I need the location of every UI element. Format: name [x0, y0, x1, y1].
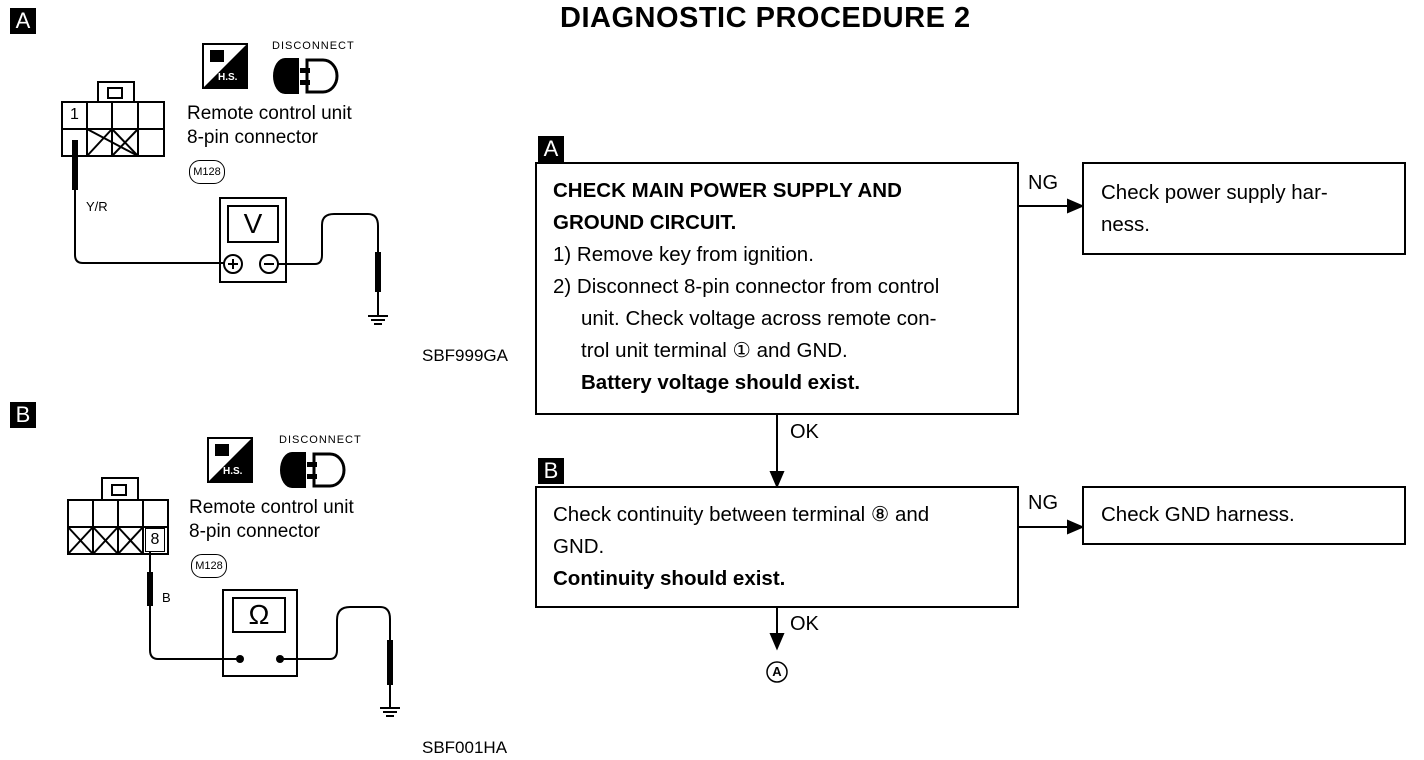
step-a-instruction-2: 2) Disconnect 8-pin connector from contr… — [553, 275, 940, 298]
step-a-instruction-1: 1) Remove key from ignition. — [553, 243, 814, 266]
step-b-ng-box: Check GND harness. — [1082, 486, 1406, 545]
hs-icon — [207, 437, 253, 483]
hs-label: H.S. — [223, 466, 243, 477]
section-a-tag: A — [10, 8, 36, 34]
step-b-tag: B — [538, 458, 564, 484]
hs-label: H.S. — [218, 72, 238, 83]
section-b-illustration — [67, 437, 400, 717]
step-a-box: CHECK MAIN POWER SUPPLY AND GROUND CIRCU… — [535, 162, 1019, 415]
connector-name-line2: 8-pin connector — [187, 127, 318, 148]
meter-label: V — [243, 208, 263, 239]
step-a-ok-label: OK — [790, 421, 819, 443]
disconnect-icon — [273, 58, 339, 94]
connector-code-badge: M128 — [189, 160, 225, 184]
step-a-ng-label: NG — [1028, 172, 1058, 194]
step-a-ng-action-line2: ness. — [1101, 213, 1150, 236]
connector-a — [61, 81, 165, 157]
step-b-ok-label: OK — [790, 613, 819, 635]
flow-connectors — [769, 198, 1085, 651]
hs-icon — [202, 43, 248, 89]
wire-color-label: Y/R — [86, 199, 108, 214]
disconnect-label: DISCONNECT — [272, 40, 355, 52]
step-a-heading-line2: GROUND CIRCUIT. — [553, 211, 737, 234]
section-a-illustration — [61, 43, 388, 325]
step-b-expected-result: Continuity should exist. — [553, 567, 786, 590]
step-b-ng-label: NG — [1028, 492, 1058, 514]
connector-name-line1: Remote control unit — [187, 103, 352, 124]
voltmeter — [219, 197, 287, 283]
step-a-ng-action-line1: Check power supply har- — [1101, 181, 1328, 204]
end-marker-circle — [766, 661, 788, 683]
end-marker: ⒶA — [772, 664, 782, 679]
wire-color-label: B — [162, 590, 171, 605]
section-b-tag: B — [10, 402, 36, 428]
figure-code: SBF999GA — [422, 346, 508, 365]
ground-icon — [380, 707, 400, 717]
step-a-instruction-2-cont2: trol unit terminal ① and GND. — [581, 339, 848, 362]
ohmmeter — [222, 589, 298, 677]
connector-name-line1: Remote control unit — [189, 497, 354, 518]
step-b-instruction-line1: Check continuity between terminal ⑧ and — [553, 503, 930, 526]
pin-label: 1 — [70, 106, 79, 123]
connector-name-line2: 8-pin connector — [189, 521, 320, 542]
meter-label: Ω — [248, 599, 270, 630]
step-a-instruction-2-cont: unit. Check voltage across remote con- — [581, 307, 937, 330]
step-a-tag: A — [538, 136, 564, 162]
ground-icon — [368, 315, 388, 325]
page-title: DIAGNOSTIC PROCEDURE 2 — [560, 2, 971, 34]
step-b-box: Check continuity between terminal ⑧ and … — [535, 486, 1019, 608]
step-a-heading-line1: CHECK MAIN POWER SUPPLY AND — [553, 179, 902, 202]
step-a-ng-box: Check power supply har- ness. — [1082, 162, 1406, 255]
connector-code-badge: M128 — [191, 554, 227, 578]
step-a-expected-result: Battery voltage should exist. — [581, 371, 861, 394]
disconnect-icon — [280, 452, 346, 488]
step-b-instruction-line2: GND. — [553, 535, 605, 558]
figure-code: SBF001HA — [422, 738, 508, 757]
connector-b — [67, 477, 169, 555]
step-b-ng-action: Check GND harness. — [1101, 503, 1295, 526]
disconnect-label: DISCONNECT — [279, 434, 362, 446]
pin-label: 8 — [145, 528, 165, 552]
